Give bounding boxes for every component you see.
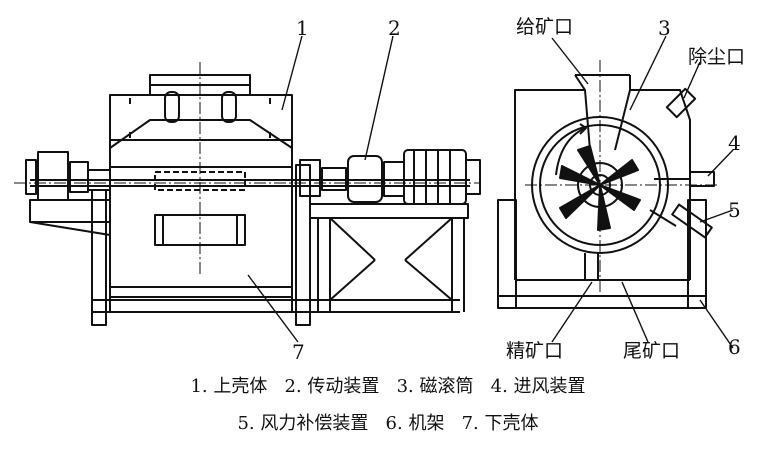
callout-5: 5 bbox=[728, 198, 741, 222]
wind-compensation bbox=[649, 203, 713, 239]
callout-3: 3 bbox=[658, 16, 671, 40]
callout-6: 6 bbox=[728, 335, 741, 359]
label-concentrate-port: 精矿口 bbox=[506, 340, 564, 362]
drive-frame bbox=[309, 203, 469, 312]
callout-4: 4 bbox=[728, 131, 741, 155]
caption-line-1: 1. 上壳体 2. 传动装置 3. 磁滚筒 4. 进风装置 bbox=[190, 376, 586, 397]
callout-1: 1 bbox=[296, 16, 309, 40]
outlet-divider bbox=[584, 253, 599, 280]
upper-shell bbox=[109, 74, 293, 168]
label-dust-port: 除尘口 bbox=[688, 46, 746, 68]
center-lines bbox=[14, 62, 480, 275]
front-view bbox=[14, 62, 481, 326]
callout-7: 7 bbox=[292, 340, 305, 364]
callout-2: 2 bbox=[388, 16, 401, 40]
air-inlet bbox=[654, 171, 715, 187]
label-feed-port: 给矿口 bbox=[516, 16, 574, 38]
side-view bbox=[497, 60, 720, 309]
leader-lines bbox=[247, 35, 734, 349]
left-bearing-assembly bbox=[25, 151, 111, 236]
label-tailings-port: 尾矿口 bbox=[623, 340, 681, 362]
caption-line-2: 5. 风力补偿装置 6. 机架 7. 下壳体 bbox=[237, 413, 539, 434]
drive-unit bbox=[299, 149, 481, 205]
dust-outlet bbox=[665, 87, 697, 119]
side-housing bbox=[497, 89, 707, 309]
feed-chute bbox=[574, 74, 631, 151]
